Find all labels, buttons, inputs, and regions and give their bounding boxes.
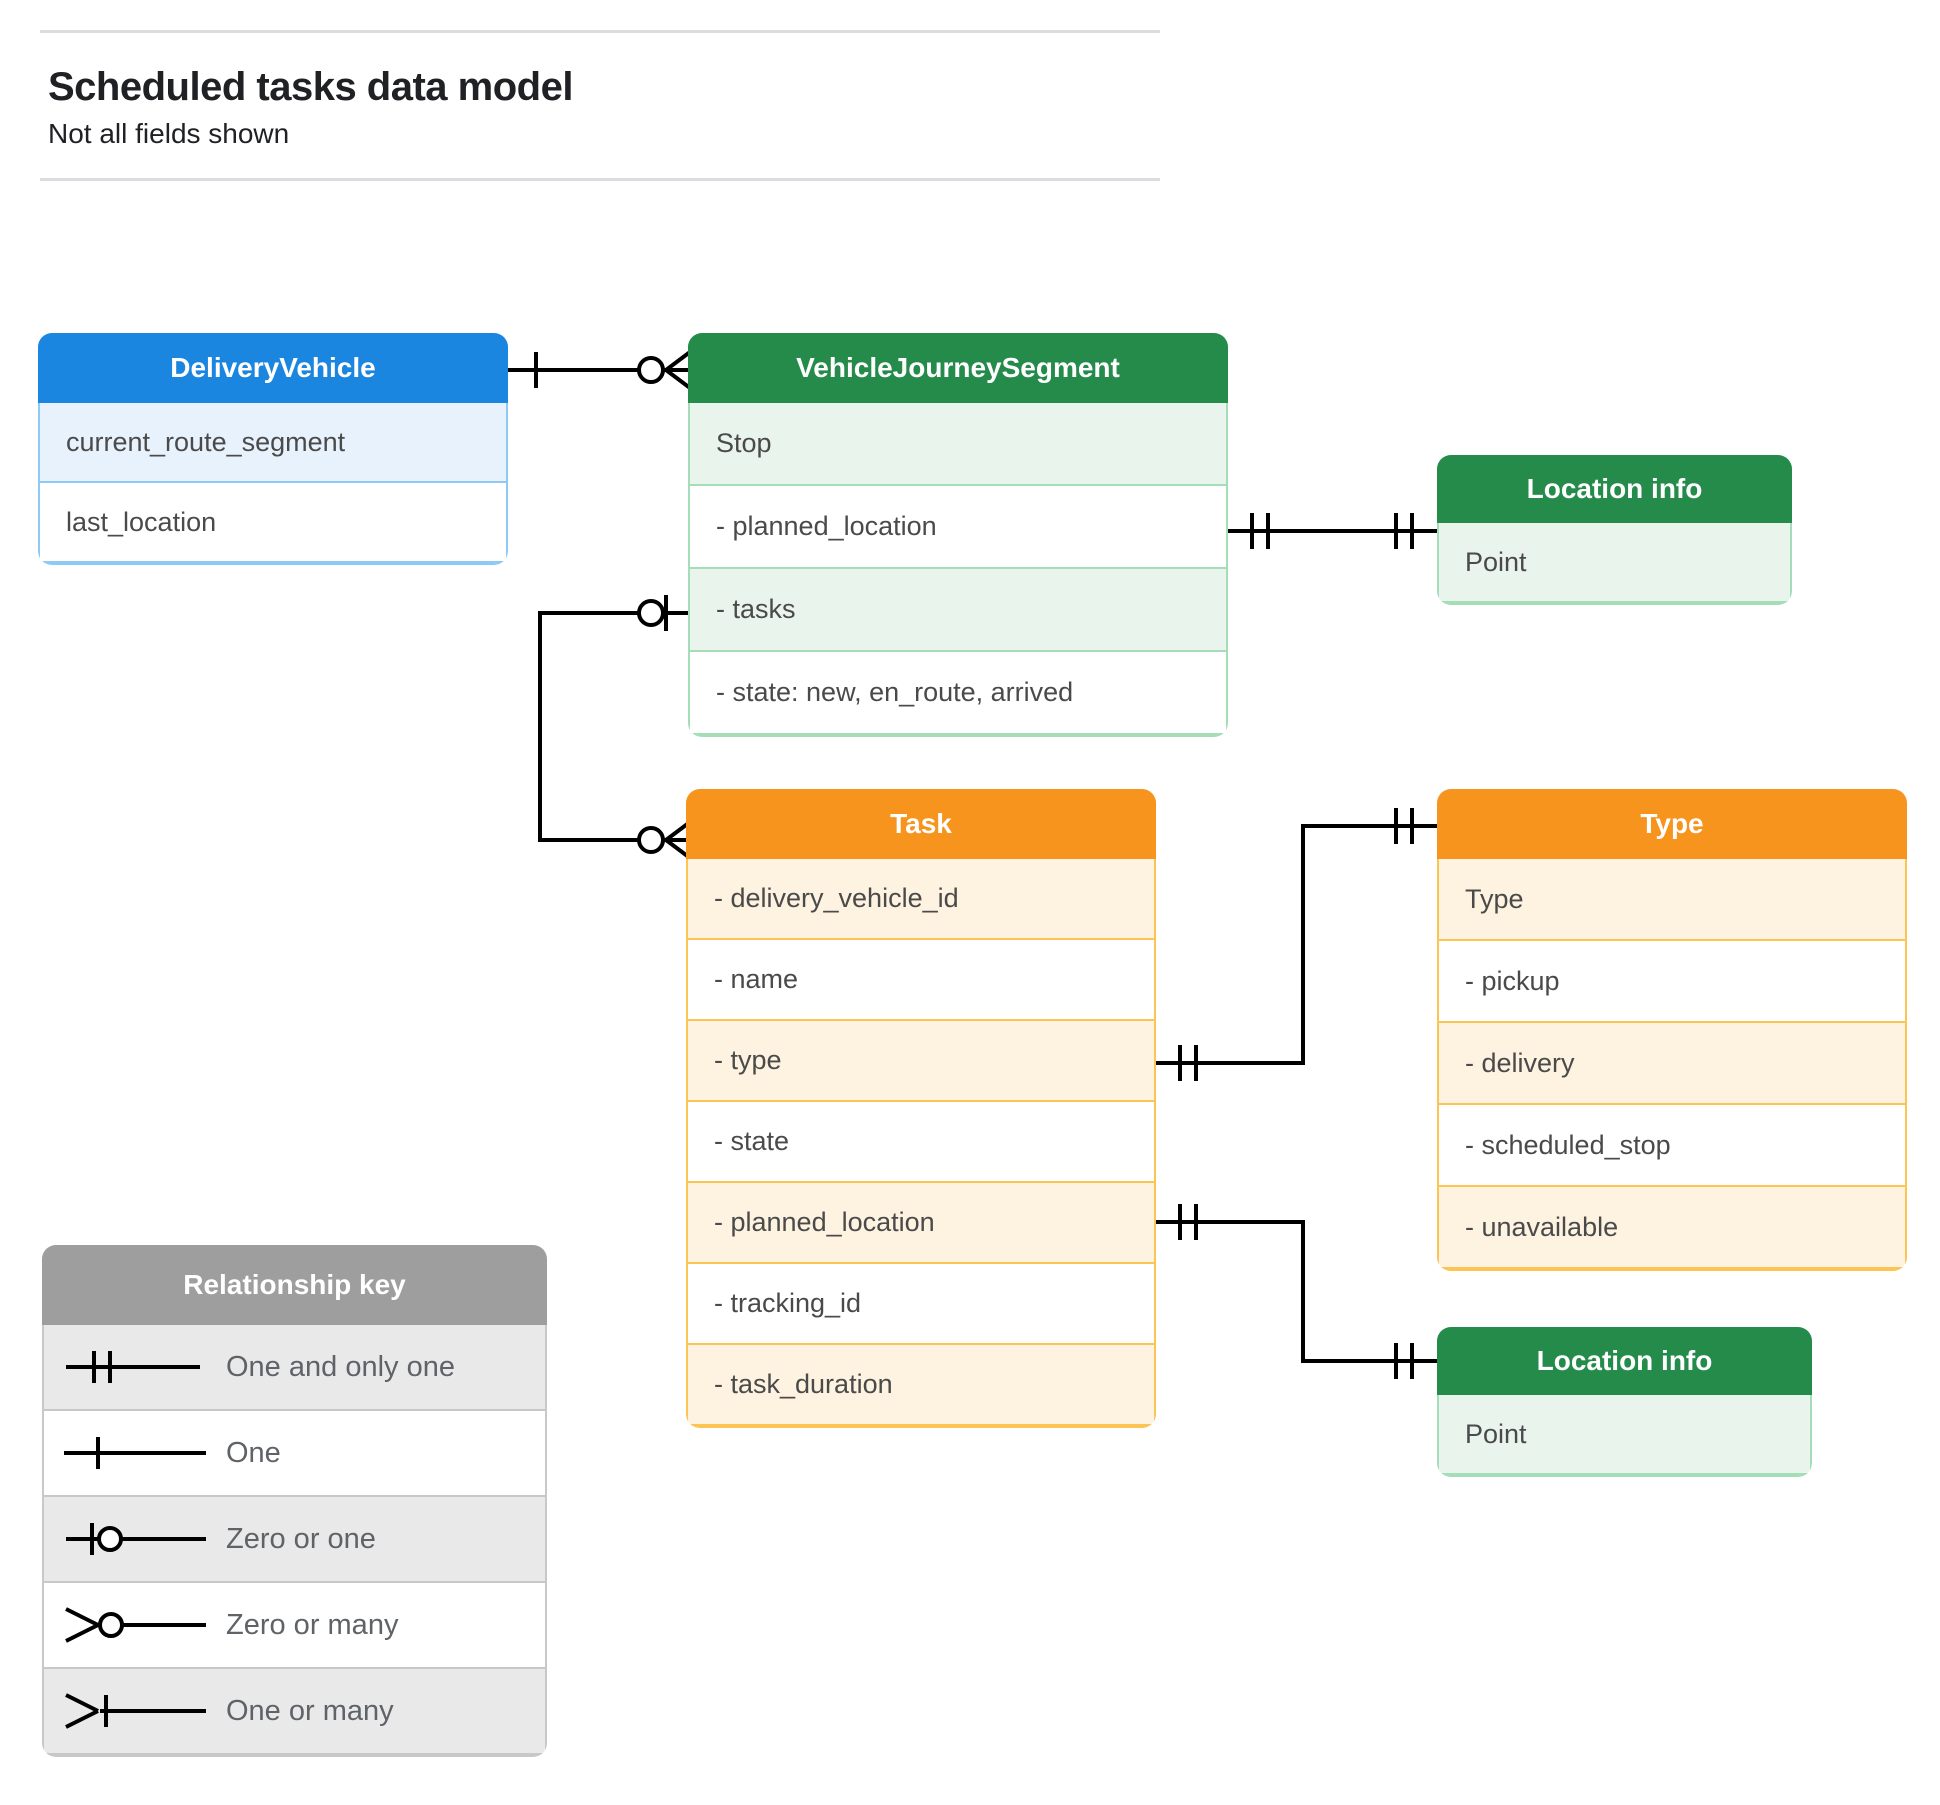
one-or-many-icon (44, 1689, 222, 1733)
field-row: Point (1439, 1395, 1810, 1475)
field-row: last_location (40, 483, 506, 563)
page-title: Scheduled tasks data model (48, 65, 573, 109)
legend-item: Zero or one (44, 1497, 545, 1583)
entity-rows-vehicle-journey-segment: Stop - planned_location - tasks - state:… (688, 403, 1228, 737)
zero-or-many-icon (44, 1603, 222, 1647)
header-rule-bottom (40, 178, 1160, 181)
field-row: - tasks (690, 569, 1226, 652)
field-row: current_route_segment (40, 403, 506, 483)
field-row: - state: new, en_route, arrived (690, 652, 1226, 735)
legend-item: One (44, 1411, 545, 1497)
entity-title-task: Task (686, 789, 1156, 859)
field-row: - state (688, 1102, 1154, 1183)
entity-rows-location-info-top: Point (1437, 523, 1792, 605)
entity-location-info-top[interactable]: Location info Point (1437, 455, 1792, 605)
connector-taskplannedlocation-to-locationinfo2 (1156, 1204, 1437, 1379)
zero-or-one-icon (44, 1517, 222, 1561)
field-row: - unavailable (1439, 1187, 1905, 1269)
connector-plannedlocation-to-locationinfo1 (1228, 513, 1437, 549)
entity-delivery-vehicle[interactable]: DeliveryVehicle current_route_segment la… (38, 333, 508, 565)
field-row: - type (688, 1021, 1154, 1102)
one-and-only-one-icon (44, 1345, 222, 1389)
entity-title-delivery-vehicle: DeliveryVehicle (38, 333, 508, 403)
legend-item: One or many (44, 1669, 545, 1755)
connector-tasks-to-task (538, 595, 692, 860)
field-row: Stop (690, 403, 1226, 486)
entity-task[interactable]: Task - delivery_vehicle_id - name - type… (686, 789, 1156, 1428)
field-row: - planned_location (690, 486, 1226, 569)
entity-rows-delivery-vehicle: current_route_segment last_location (38, 403, 508, 565)
entity-rows-type: Type - pickup - delivery - scheduled_sto… (1437, 859, 1907, 1271)
legend-item-label: Zero or many (226, 1608, 399, 1641)
field-row: - scheduled_stop (1439, 1105, 1905, 1187)
entity-title-type: Type (1437, 789, 1907, 859)
legend-item-label: One and only one (226, 1350, 455, 1383)
entity-title-location-info-top: Location info (1437, 455, 1792, 523)
legend-title: Relationship key (42, 1245, 547, 1325)
legend-relationship-key[interactable]: Relationship key One and only one (42, 1245, 547, 1757)
entity-title-vehicle-journey-segment: VehicleJourneySegment (688, 333, 1228, 403)
entity-title-location-info-bottom: Location info (1437, 1327, 1812, 1395)
entity-rows-location-info-bottom: Point (1437, 1395, 1812, 1477)
field-row: - task_duration (688, 1345, 1154, 1426)
field-row: - delivery (1439, 1023, 1905, 1105)
field-row: Point (1439, 523, 1790, 603)
entity-type[interactable]: Type Type - pickup - delivery - schedule… (1437, 789, 1907, 1271)
entity-location-info-bottom[interactable]: Location info Point (1437, 1327, 1812, 1477)
legend-item-label: Zero or one (226, 1522, 376, 1555)
one-icon (44, 1431, 222, 1475)
entity-vehicle-journey-segment[interactable]: VehicleJourneySegment Stop - planned_loc… (688, 333, 1228, 737)
legend-item: Zero or many (44, 1583, 545, 1669)
header-block: Scheduled tasks data model Not all field… (40, 30, 1160, 181)
field-row: - delivery_vehicle_id (688, 859, 1154, 940)
entity-rows-task: - delivery_vehicle_id - name - type - st… (686, 859, 1156, 1428)
field-row: Type (1439, 859, 1905, 941)
field-row: - tracking_id (688, 1264, 1154, 1345)
legend-item-label: One (226, 1436, 281, 1469)
field-row: - planned_location (688, 1183, 1154, 1264)
header-rule-top (40, 30, 1160, 33)
connector-tasktype-to-type (1156, 808, 1437, 1081)
legend-item: One and only one (44, 1325, 545, 1411)
legend-rows: One and only one One (42, 1325, 547, 1757)
legend-item-label: One or many (226, 1694, 394, 1727)
field-row: - name (688, 940, 1154, 1021)
field-row: - pickup (1439, 941, 1905, 1023)
page-subtitle: Not all fields shown (48, 118, 290, 149)
connector-deliveryvehicle-to-journeysegment (508, 350, 692, 390)
